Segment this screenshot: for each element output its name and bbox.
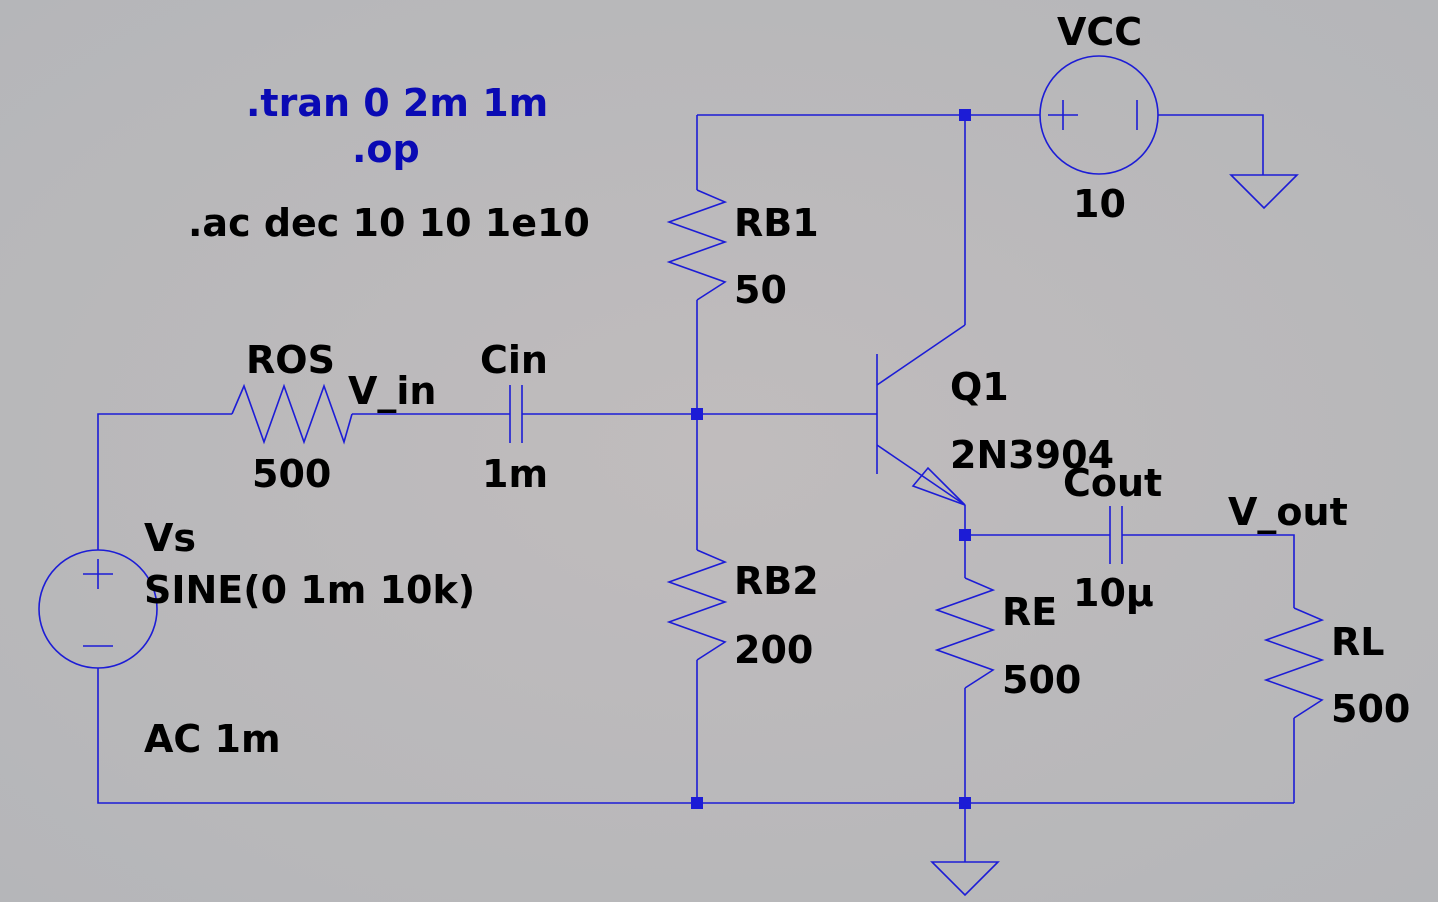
- resistor-rb1[interactable]: [666, 189, 728, 301]
- vs-source[interactable]: [38, 549, 158, 669]
- rb1-name-label: RB1: [734, 201, 819, 245]
- junction-ground-right[interactable]: [959, 797, 971, 809]
- q1-emitter-arrow: [911, 466, 966, 506]
- rl-value-label: 500: [1331, 687, 1410, 731]
- directive-tran[interactable]: .tran 0 2m 1m: [246, 81, 548, 125]
- vcc-name-label: VCC: [1057, 10, 1142, 54]
- vs-ac-label: AC 1m: [144, 717, 281, 761]
- junctions: [691, 109, 971, 809]
- re-value-label: 500: [1002, 658, 1081, 702]
- vcc-value-label: 10: [1073, 182, 1126, 226]
- q1-collector-leg: [876, 324, 966, 386]
- ros-value-label: 500: [252, 452, 331, 496]
- vs-value-label: SINE(0 1m 10k): [144, 568, 475, 612]
- capacitor-cin[interactable]: [509, 385, 523, 443]
- wire-vcc-ground[interactable]: [1158, 114, 1264, 175]
- directive-op[interactable]: .op: [352, 127, 420, 171]
- capacitor-cout[interactable]: [1109, 506, 1123, 564]
- junction-base[interactable]: [691, 408, 703, 420]
- rl-name-label: RL: [1331, 620, 1384, 664]
- transistor-q1[interactable]: [876, 324, 966, 506]
- vs-name-label: Vs: [144, 516, 196, 560]
- junction-ground-left[interactable]: [691, 797, 703, 809]
- vcc-source[interactable]: [1039, 55, 1159, 175]
- re-name-label: RE: [1002, 590, 1057, 634]
- junction-vcc[interactable]: [959, 109, 971, 121]
- junction-emitter[interactable]: [959, 529, 971, 541]
- net-label-vout: V_out: [1228, 490, 1348, 534]
- ground-icon: [1229, 174, 1299, 210]
- ros-name-label: ROS: [246, 338, 335, 382]
- resistor-rb2[interactable]: [666, 549, 728, 661]
- wire-vs-top[interactable]: [97, 413, 232, 550]
- ground-icon: [930, 861, 1000, 897]
- cin-name-label: Cin: [480, 338, 548, 382]
- rb2-name-label: RB2: [734, 559, 819, 603]
- vcc-source-circle: [1039, 55, 1159, 175]
- resistor-ros[interactable]: [231, 383, 353, 445]
- q1-name-label: Q1: [950, 365, 1009, 409]
- cout-name-label: Cout: [1063, 461, 1162, 505]
- q1-emitter-leg: [876, 444, 966, 506]
- directive-ac[interactable]: .ac dec 10 10 1e10: [188, 201, 590, 245]
- resistor-re[interactable]: [934, 577, 996, 689]
- q1-model-label: 2N3904: [950, 433, 1114, 477]
- cout-value-label: 10µ: [1073, 571, 1154, 615]
- vs-source-circle: [38, 549, 158, 669]
- rb2-value-label: 200: [734, 628, 813, 672]
- resistor-rl[interactable]: [1263, 607, 1325, 719]
- wire-vout[interactable]: [1122, 534, 1295, 608]
- rb1-value-label: 50: [734, 268, 787, 312]
- cin-value-label: 1m: [482, 452, 548, 496]
- net-label-vin: V_in: [348, 369, 437, 413]
